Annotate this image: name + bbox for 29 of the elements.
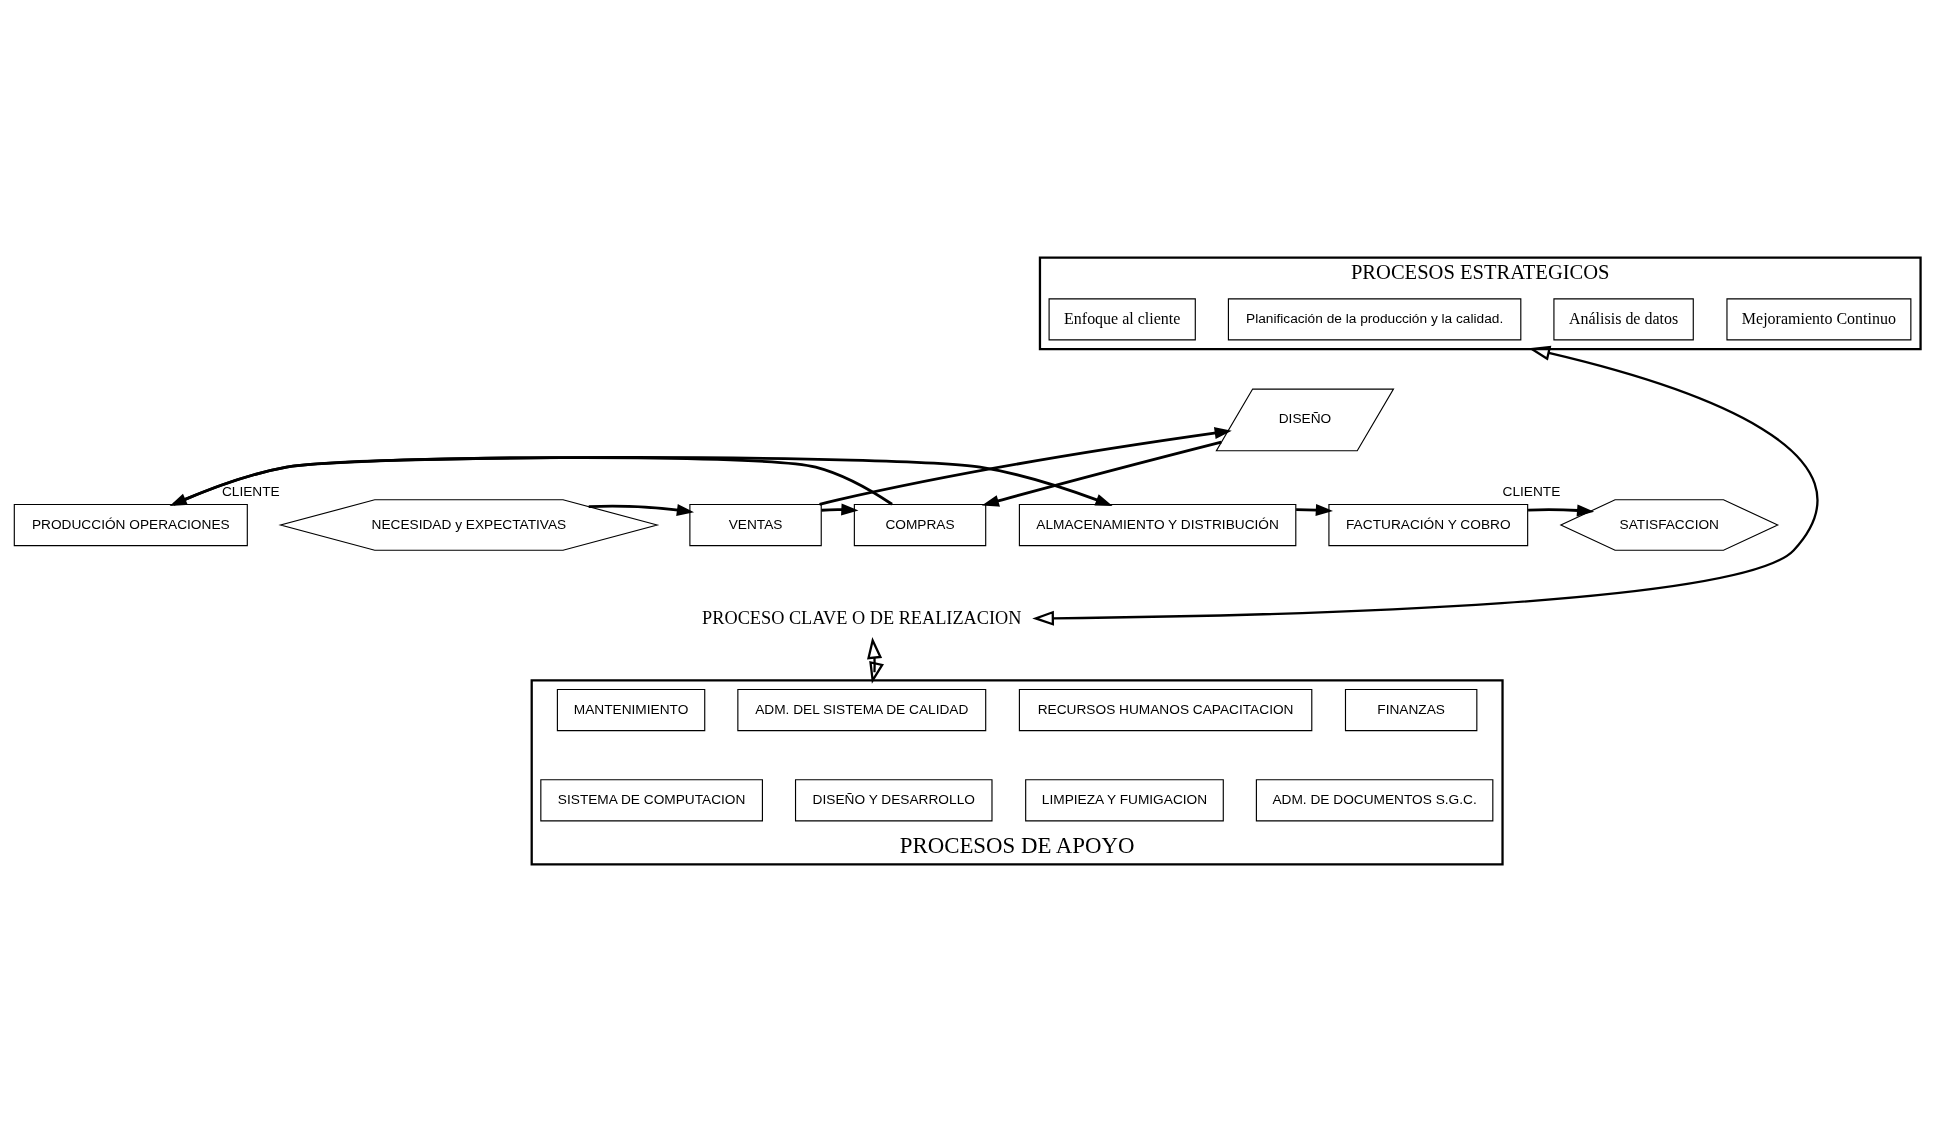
node-box: Análisis de datos (1552, 298, 1694, 341)
node-box: FACTURACIÓN Y COBRO (1327, 503, 1528, 547)
node-box: SISTEMA DE COMPUTACION (539, 779, 763, 822)
node-box: PRODUCCIÓN OPERACIONES (13, 503, 248, 547)
node-box: ADM. DEL SISTEMA DE CALIDAD (736, 688, 986, 732)
node-box: FINANZAS (1344, 688, 1477, 732)
arrow (866, 637, 884, 684)
arrow (1527, 504, 1594, 517)
node-label: CLIENTE (1502, 483, 1560, 499)
node-box: Mejoramiento Continuo (1725, 298, 1911, 341)
node-box: VENTAS (688, 503, 822, 547)
arrow (1295, 504, 1333, 517)
node-box: DISEÑO Y DESARROLLO (794, 779, 993, 822)
node-box: LIMPIEZA Y FUMIGACION (1024, 779, 1224, 822)
node-box: ALMACENAMIENTO Y DISTRIBUCIÓN (1018, 503, 1296, 547)
node-box: COMPRAS (853, 503, 986, 547)
node-text: PROCESO CLAVE O DE REALIZACION (701, 608, 1021, 629)
arrow (981, 440, 1222, 507)
arrow (820, 503, 858, 516)
node-box: RECURSOS HUMANOS CAPACITACION (1018, 688, 1312, 732)
node-label: CLIENTE (221, 483, 280, 499)
node-box: Enfoque al cliente (1048, 298, 1196, 341)
arrow (172, 456, 1113, 506)
arrow (1031, 345, 1818, 626)
arrow (588, 504, 694, 516)
node-box: MANTENIMIENTO (556, 688, 705, 732)
node-box: ADM. DE DOCUMENTOS S.G.C. (1255, 779, 1493, 822)
node-box: Planificación de la producción y la calidad. (1227, 298, 1521, 341)
arrow (818, 427, 1232, 506)
